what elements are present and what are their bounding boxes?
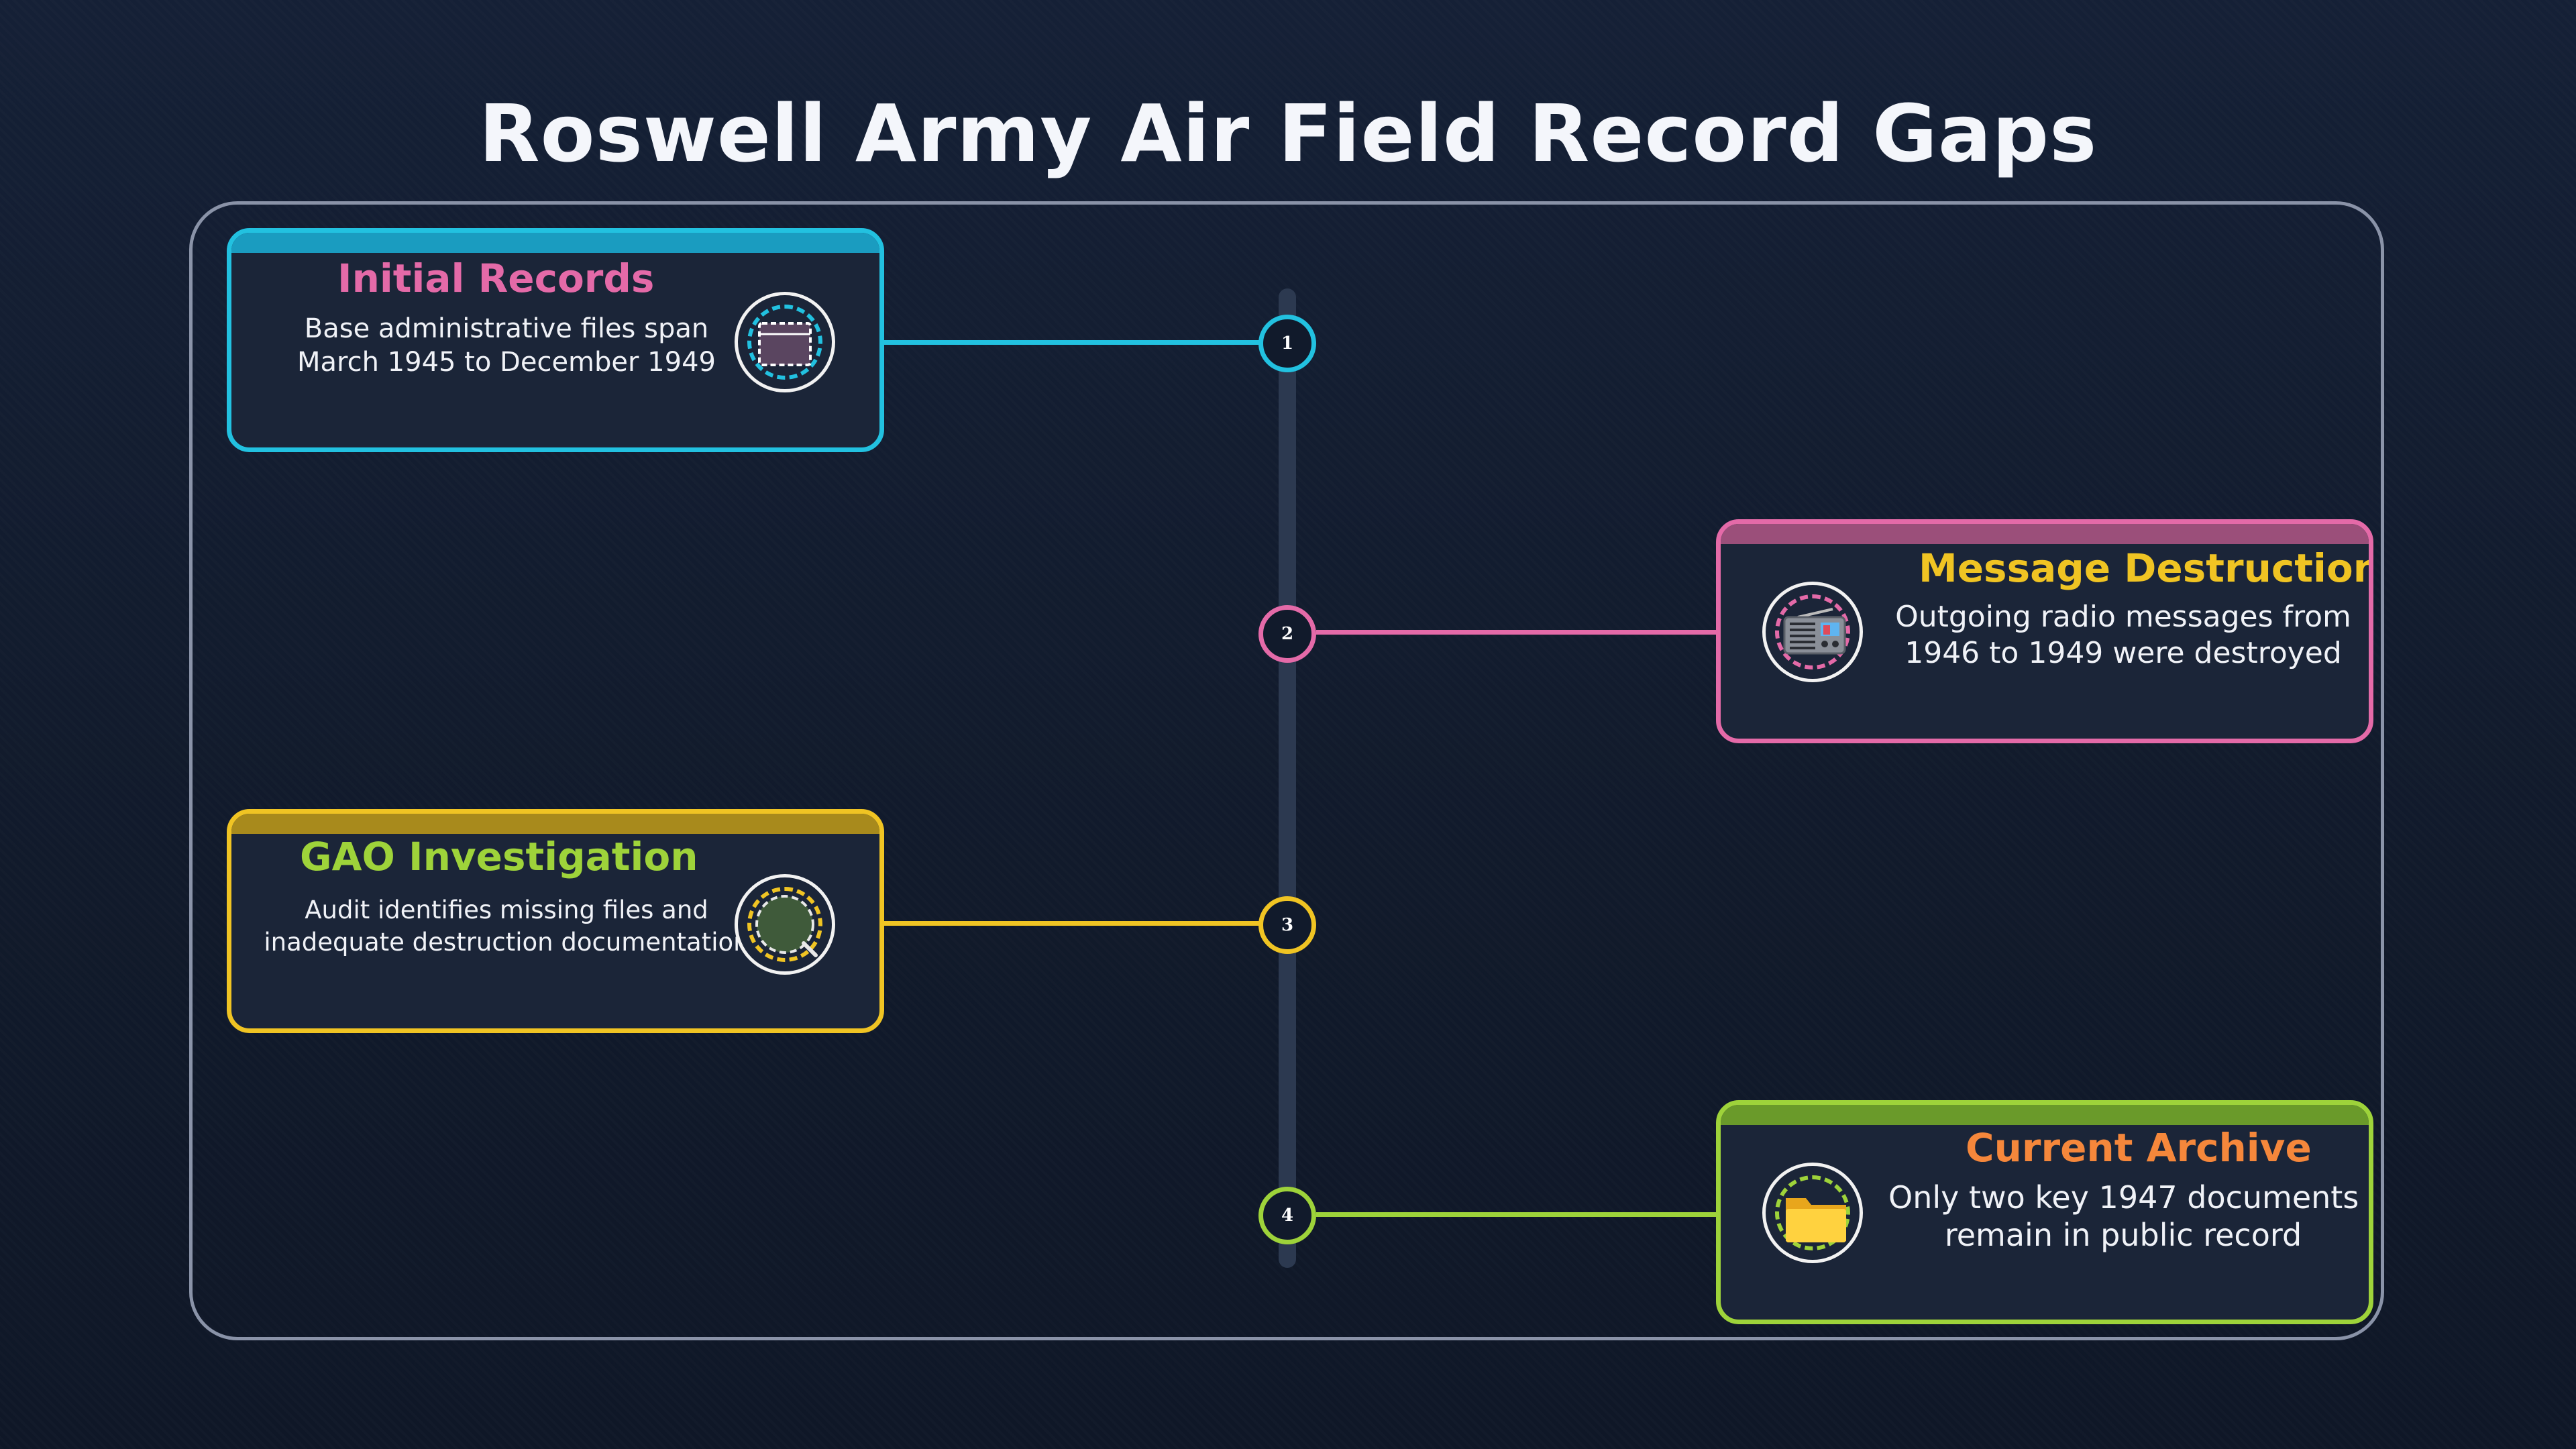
card-description: Outgoing radio messages from 1946 to 194… xyxy=(1888,599,2358,672)
card-header-band xyxy=(1721,1105,2369,1125)
card-description-line: remain in public record xyxy=(1944,1217,2302,1253)
card-description-line: inadequate destruction documentation xyxy=(264,928,749,957)
magnifier-icon xyxy=(735,874,835,975)
timeline-node-2: 2 xyxy=(1258,605,1316,663)
event-card-current-archive: Current Archive Only two key 1947 docume… xyxy=(1716,1100,2373,1324)
event-card-message-destruction: Message Destruction Outgoing radio messa… xyxy=(1716,519,2373,743)
card-description-line: 1946 to 1949 were destroyed xyxy=(1904,636,2342,670)
card-header-band xyxy=(1721,524,2369,544)
timeline-node-1: 1 xyxy=(1258,315,1316,372)
diagram-title: Roswell Army Air Field Record Gaps xyxy=(478,87,2098,180)
card-description: Audit identifies missing files and inade… xyxy=(258,894,755,959)
connector-4 xyxy=(1316,1212,1719,1217)
card-description-line: Base administrative files span xyxy=(304,313,709,344)
folder-icon xyxy=(1762,1163,1863,1263)
connector-2 xyxy=(1316,630,1719,635)
card-title: Initial Records xyxy=(337,256,655,301)
radio-icon xyxy=(1762,582,1863,682)
card-title: Message Destruction xyxy=(1919,545,2373,591)
card-description-line: March 1945 to December 1949 xyxy=(297,347,716,378)
calendar-icon xyxy=(735,292,835,392)
event-card-initial-records: Initial Records Base administrative file… xyxy=(227,228,884,452)
timeline-node-4: 4 xyxy=(1258,1187,1316,1244)
card-header-band xyxy=(231,814,879,834)
event-card-gao-investigation: GAO Investigation Audit identifies missi… xyxy=(227,809,884,1033)
timeline-node-3: 3 xyxy=(1258,896,1316,954)
connector-3 xyxy=(884,921,1260,926)
timeline-spine xyxy=(1279,288,1296,1268)
card-header-band xyxy=(231,233,879,253)
card-title: Current Archive xyxy=(1966,1125,2312,1171)
card-description-line: Audit identifies missing files and xyxy=(305,896,708,924)
card-description: Base administrative files span March 194… xyxy=(258,312,755,379)
timeline-frame xyxy=(189,201,2384,1340)
card-title: GAO Investigation xyxy=(300,834,698,879)
connector-1 xyxy=(884,340,1260,345)
card-description-line: Outgoing radio messages from xyxy=(1895,600,2351,634)
card-description-line: Only two key 1947 documents xyxy=(1888,1179,2359,1216)
card-description: Only two key 1947 documents remain in pu… xyxy=(1888,1179,2359,1254)
